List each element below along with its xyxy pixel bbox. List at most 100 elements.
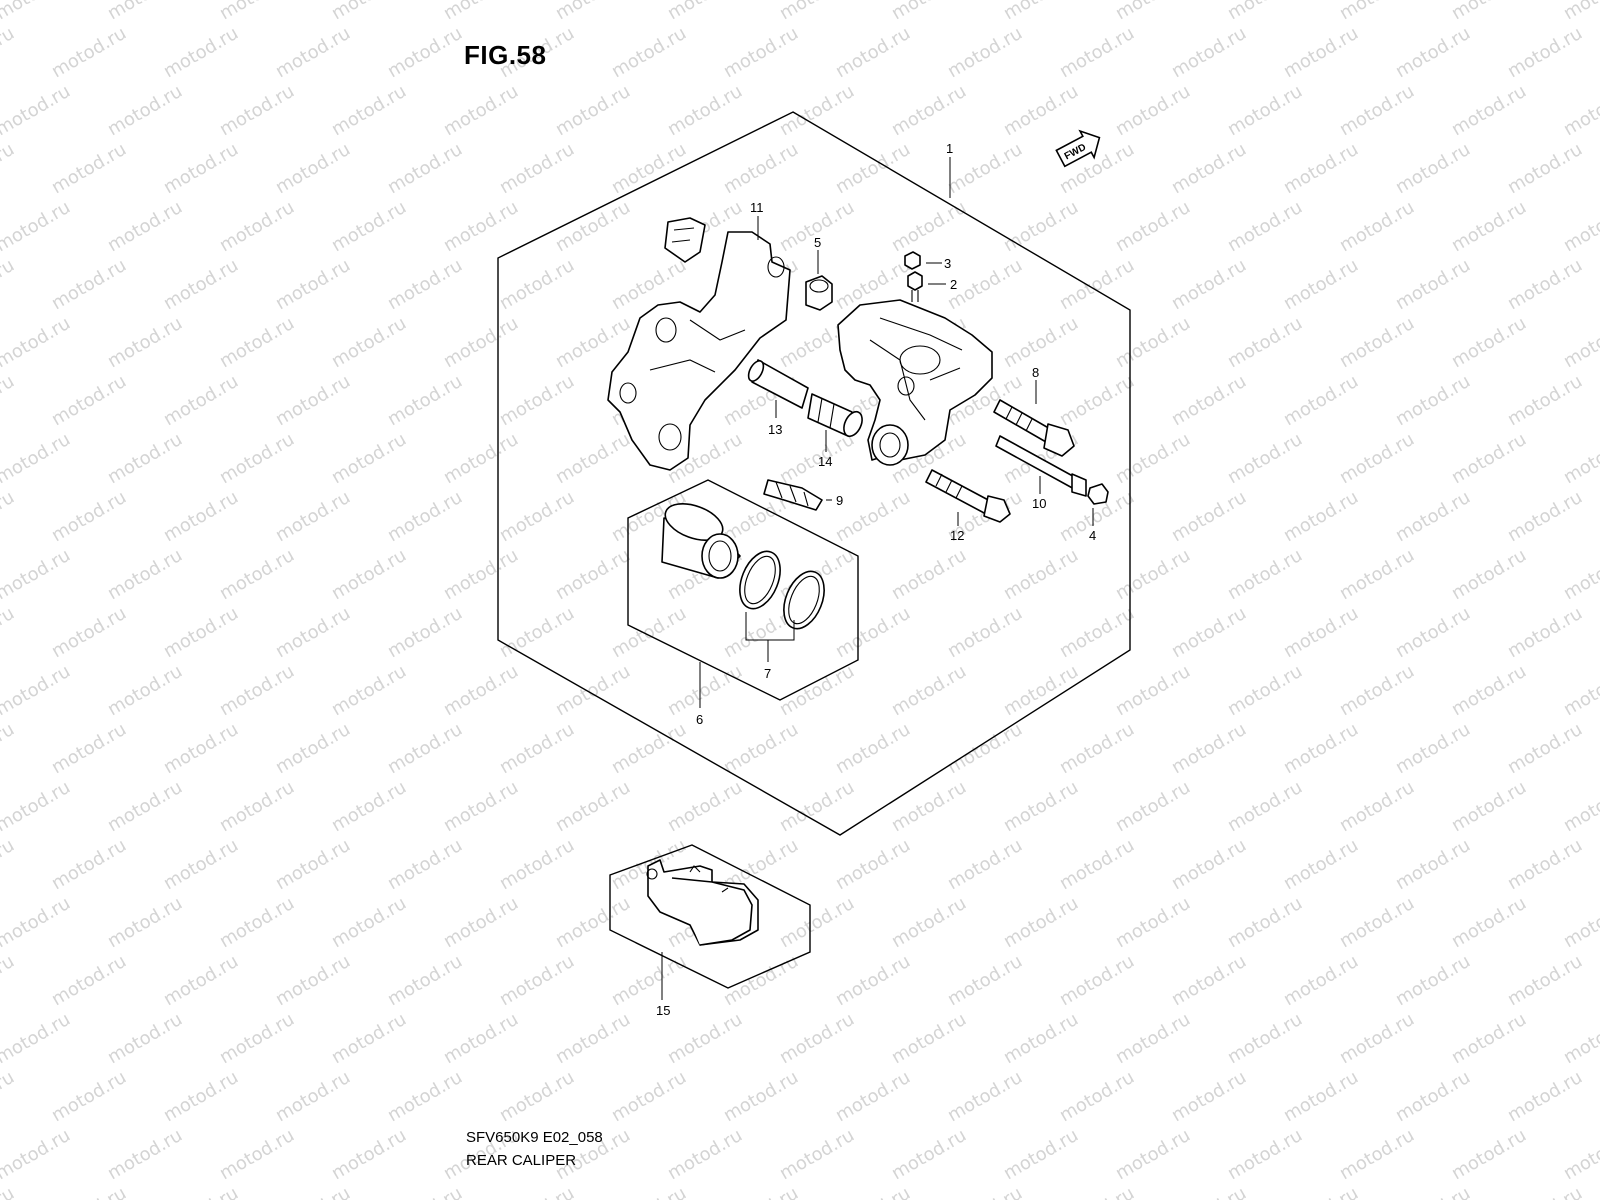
watermark-text: motod.ru [1560, 545, 1600, 604]
watermark-text: motod.ru [552, 429, 634, 488]
watermark-text: motod.ru [664, 81, 746, 140]
watermark-text: motod.ru [1112, 777, 1194, 836]
watermark-text: motod.ru [160, 1067, 242, 1126]
watermark-text: motod.ru [776, 0, 858, 24]
callout-3: 3 [944, 256, 951, 271]
watermark-text: motod.ru [888, 893, 970, 952]
watermark-text: motod.ru [1168, 1183, 1250, 1200]
callout-9: 9 [836, 493, 843, 508]
watermark-text: motod.ru [0, 81, 74, 140]
watermark-text: motod.ru [272, 835, 354, 894]
watermark-text: motod.ru [1056, 951, 1138, 1010]
watermark-text: motod.ru [496, 487, 578, 546]
watermark-text: motod.ru [1168, 23, 1250, 82]
watermark-text: motod.ru [384, 139, 466, 198]
watermark-text: motod.ru [104, 197, 186, 256]
watermark-text: motod.ru [776, 893, 858, 952]
watermark-text: motod.ru [48, 139, 130, 198]
callout-12: 12 [950, 528, 964, 543]
watermark-text: motod.ru [1168, 1067, 1250, 1126]
watermark-text: motod.ru [328, 81, 410, 140]
watermark-text: motod.ru [384, 1067, 466, 1126]
watermark-text: motod.ru [832, 719, 914, 778]
watermark-text: motod.ru [384, 719, 466, 778]
watermark-text: motod.ru [1056, 719, 1138, 778]
watermark-text: motod.ru [440, 81, 522, 140]
watermark-text: motod.ru [328, 1125, 410, 1184]
watermark-text: motod.ru [328, 0, 410, 24]
watermark-text: motod.ru [888, 661, 970, 720]
watermark-text: motod.ru [1448, 0, 1530, 24]
watermark-text: motod.ru [216, 661, 298, 720]
watermark-text: motod.ru [384, 255, 466, 314]
watermark-text: motod.ru [944, 835, 1026, 894]
watermark-text: motod.ru [48, 23, 130, 82]
watermark-text: motod.ru [1000, 1125, 1082, 1184]
watermark-text: motod.ru [1336, 0, 1418, 24]
watermark-text: motod.ru [0, 1009, 74, 1068]
watermark-text: motod.ru [1168, 603, 1250, 662]
watermark-text: motod.ru [104, 0, 186, 24]
watermark-text: motod.ru [1504, 603, 1586, 662]
watermark-text: motod.ru [1056, 835, 1138, 894]
watermark-text: motod.ru [1056, 255, 1138, 314]
watermark-text: motod.ru [944, 1183, 1026, 1200]
watermark-text: motod.ru [1392, 719, 1474, 778]
watermark-text: motod.ru [1280, 835, 1362, 894]
watermark-text: motod.ru [104, 429, 186, 488]
watermark-text: motod.ru [104, 545, 186, 604]
watermark-text: motod.ru [1392, 487, 1474, 546]
watermark-text: motod.ru [1504, 487, 1586, 546]
watermark-text: motod.ru [720, 951, 802, 1010]
watermark-text: motod.ru [832, 603, 914, 662]
mounting-bolt-8 [993, 399, 1075, 457]
callout-7: 7 [764, 666, 771, 681]
watermark-text: motod.ru [496, 951, 578, 1010]
pad-set-outline [609, 844, 811, 989]
watermark-text: motod.ru [1056, 1067, 1138, 1126]
watermark-text: motod.ru [0, 951, 18, 1010]
watermark-text: motod.ru [1168, 835, 1250, 894]
watermark-text: motod.ru [272, 371, 354, 430]
watermark-text: motod.ru [0, 1067, 18, 1126]
watermark-text: motod.ru [664, 1009, 746, 1068]
watermark-text: motod.ru [0, 371, 18, 430]
watermark-text: motod.ru [0, 1183, 18, 1200]
watermark-text: motod.ru [888, 0, 970, 24]
watermark-text: motod.ru [888, 197, 970, 256]
callout-8: 8 [1032, 365, 1039, 380]
callout-4: 4 [1089, 528, 1096, 543]
watermark-text: motod.ru [1000, 197, 1082, 256]
watermark-text: motod.ru [160, 719, 242, 778]
watermark-text: motod.ru [216, 197, 298, 256]
watermark-text: motod.ru [1224, 429, 1306, 488]
watermark-text: motod.ru [384, 371, 466, 430]
watermark-text: motod.ru [552, 0, 634, 24]
watermark-text: motod.ru [888, 81, 970, 140]
watermark-text: motod.ru [0, 429, 74, 488]
watermark-text: motod.ru [48, 487, 130, 546]
watermark-text: motod.ru [496, 1067, 578, 1126]
figure-title: FIG.58 [464, 40, 547, 70]
watermark-text: motod.ru [0, 0, 74, 24]
watermark-text: motod.ru [608, 1183, 690, 1200]
watermark-text: motod.ru [1224, 0, 1306, 24]
watermark-text: motod.ru [1056, 23, 1138, 82]
watermark-text: motod.ru [1000, 777, 1082, 836]
watermark-text: motod.ru [1280, 23, 1362, 82]
watermark-text: motod.ru [1112, 1125, 1194, 1184]
watermark-text: motod.ru [1280, 139, 1362, 198]
watermark-text: motod.ru [160, 371, 242, 430]
watermark-text: motod.ru [608, 23, 690, 82]
watermark-text: motod.ru [48, 835, 130, 894]
watermark-text: motod.ru [608, 1067, 690, 1126]
watermark-text: motod.ru [496, 139, 578, 198]
watermark-text: motod.ru [1448, 197, 1530, 256]
watermark-text: motod.ru [1224, 777, 1306, 836]
watermark-text: motod.ru [496, 603, 578, 662]
watermark-text: motod.ru [1392, 371, 1474, 430]
watermark-text: motod.ru [1336, 545, 1418, 604]
brake-pads [646, 859, 759, 946]
watermark-text: motod.ru [440, 661, 522, 720]
